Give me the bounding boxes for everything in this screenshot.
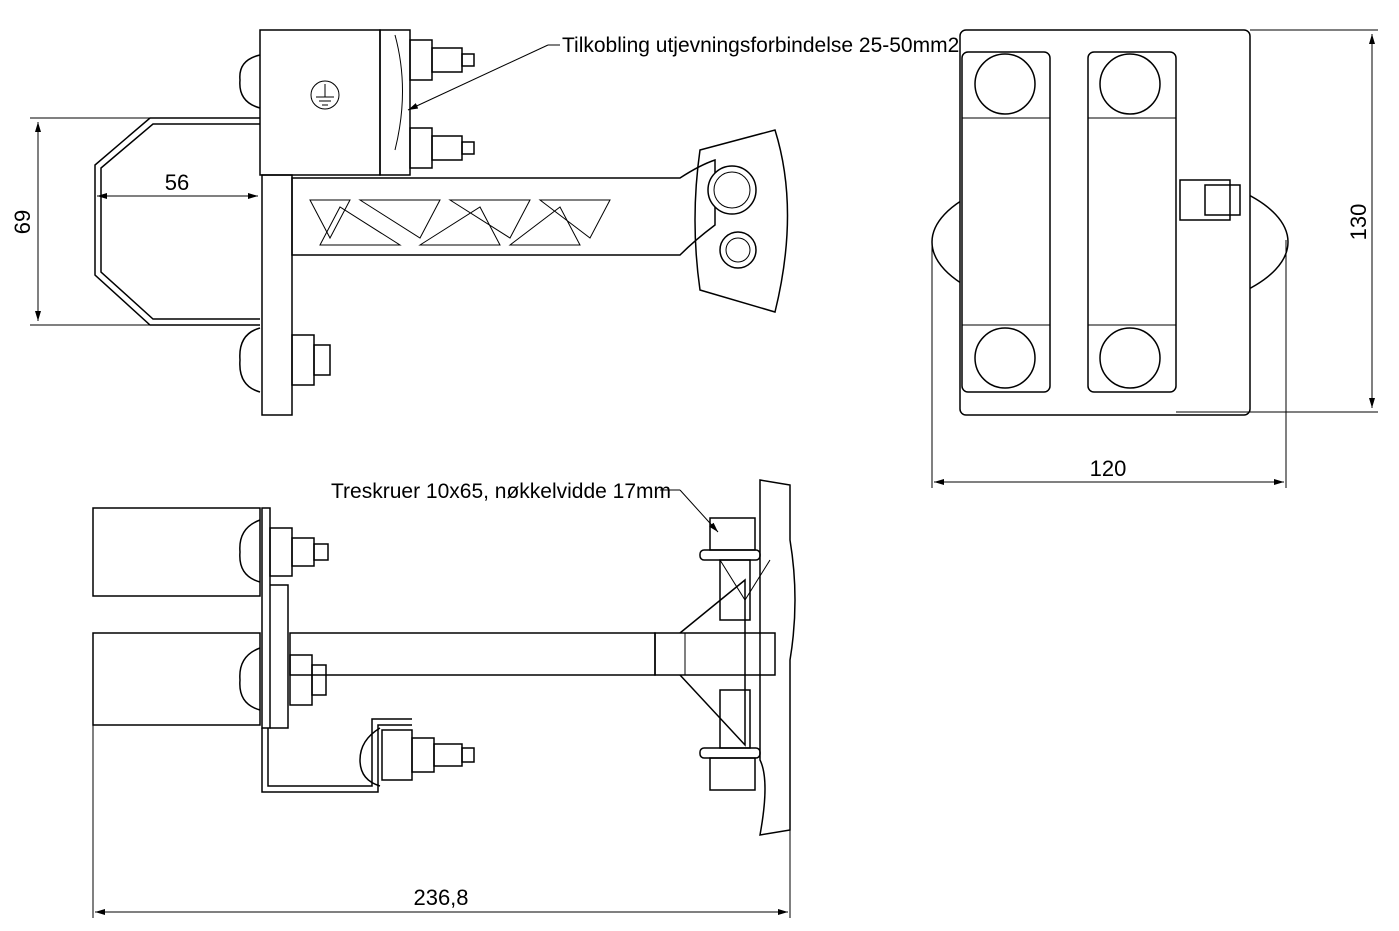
- screw-note: Treskruer 10x65, nøkkelvidde 17mm: [331, 480, 719, 533]
- side-view: [94, 29, 789, 416]
- connection-note-label: Tilkobling utjevningsforbindelse 25-50mm…: [562, 34, 959, 57]
- dimension-120: 120: [931, 240, 1287, 488]
- screw-note-label: Treskruer 10x65, nøkkelvidde 17mm: [331, 480, 671, 503]
- bolt-upper: [409, 39, 475, 81]
- dimension-69: 69: [10, 117, 150, 326]
- dimension-236-8: 236,8: [92, 725, 791, 918]
- front-view: [931, 29, 1289, 416]
- dim-label-69: 69: [10, 210, 35, 234]
- dim-label-236-8: 236,8: [413, 885, 468, 910]
- bolt-lower: [409, 127, 475, 169]
- connection-note: Tilkobling utjevningsforbindelse 25-50mm…: [407, 34, 959, 111]
- ground-symbol-icon: [310, 80, 340, 110]
- dimension-56: 56: [97, 170, 258, 199]
- dim-label-56: 56: [165, 170, 189, 195]
- dim-label-130: 130: [1346, 204, 1371, 241]
- dim-label-120: 120: [1090, 456, 1127, 481]
- dimension-130: 130: [1176, 29, 1378, 413]
- top-view: [92, 479, 796, 836]
